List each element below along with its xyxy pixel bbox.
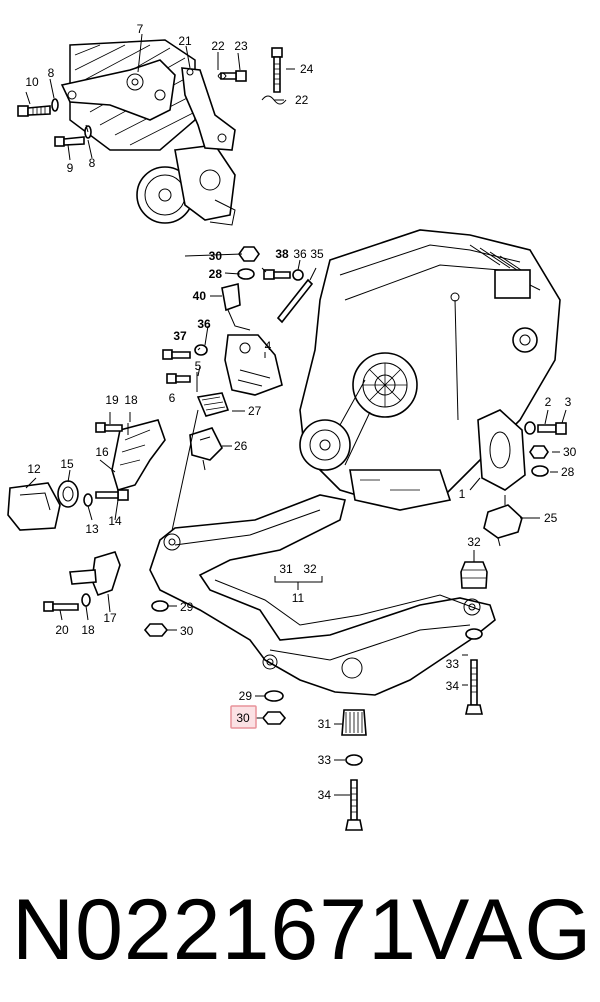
left-mount-assembly bbox=[7, 412, 166, 621]
brand-name: VAG bbox=[412, 882, 594, 978]
callout-35: 35 bbox=[310, 247, 324, 261]
callout-30c: 30 bbox=[180, 624, 194, 638]
callout-38: 38 bbox=[275, 247, 289, 261]
callout-28: 28 bbox=[209, 267, 223, 281]
callout-14: 14 bbox=[108, 514, 122, 528]
callout-2: 2 bbox=[545, 395, 552, 409]
callout-18: 18 bbox=[124, 393, 138, 407]
callout-13: 13 bbox=[85, 522, 99, 536]
top-bracket-assembly bbox=[17, 33, 295, 226]
callout-29b: 29 bbox=[239, 689, 253, 703]
callout-labels: 7 21 22 23 24 22 10 8 8 9 30 38 36 35 28… bbox=[25, 22, 576, 802]
callout-30b: 30 bbox=[563, 445, 577, 459]
callout-6: 6 bbox=[169, 391, 176, 405]
callout-33: 33 bbox=[446, 657, 460, 671]
right-mount-assembly bbox=[469, 409, 567, 547]
callout-18b: 18 bbox=[81, 623, 95, 637]
callout-12: 12 bbox=[27, 462, 41, 476]
bottom-bush-stack bbox=[255, 690, 367, 831]
callout-30-highlighted: 30 bbox=[236, 711, 250, 725]
callout-3: 3 bbox=[565, 395, 572, 409]
callout-36: 36 bbox=[293, 247, 307, 261]
callout-40: 40 bbox=[193, 289, 207, 303]
callout-32: 32 bbox=[467, 535, 481, 549]
subframe bbox=[143, 494, 496, 696]
callout-15: 15 bbox=[60, 457, 74, 471]
part-number: N0221671 bbox=[12, 882, 417, 978]
callout-25: 25 bbox=[544, 511, 558, 525]
callout-22: 22 bbox=[211, 39, 225, 53]
callout-11: 11 bbox=[292, 591, 305, 605]
right-bush-stack bbox=[460, 550, 488, 715]
callout-28b: 28 bbox=[561, 465, 575, 479]
callout-16: 16 bbox=[95, 445, 109, 459]
exploded-parts-diagram: 7 21 22 23 24 22 10 8 8 9 30 38 36 35 28… bbox=[7, 22, 577, 831]
callout-10: 10 bbox=[25, 75, 39, 89]
callout-8b: 8 bbox=[89, 156, 96, 170]
callout-5: 5 bbox=[195, 359, 202, 373]
callout-32b: 32 bbox=[303, 562, 317, 576]
callout-23: 23 bbox=[234, 39, 248, 53]
engine-mount-bracket bbox=[162, 246, 317, 541]
callout-8: 8 bbox=[48, 66, 55, 80]
callout-31: 31 bbox=[279, 562, 293, 576]
callout-20: 20 bbox=[55, 623, 69, 637]
callout-37: 37 bbox=[173, 329, 187, 343]
callout-30: 30 bbox=[209, 249, 223, 263]
callout-24: 24 bbox=[300, 62, 314, 76]
callout-7: 7 bbox=[137, 22, 144, 36]
callout-4: 4 bbox=[265, 339, 272, 353]
callout-31b: 31 bbox=[318, 717, 332, 731]
callout-34: 34 bbox=[446, 679, 460, 693]
callout-21: 21 bbox=[178, 34, 192, 48]
callout-33b: 33 bbox=[318, 753, 332, 767]
callout-1: 1 bbox=[459, 487, 466, 501]
callout-17: 17 bbox=[103, 611, 117, 625]
callout-34b: 34 bbox=[318, 788, 332, 802]
callout-27: 27 bbox=[248, 404, 262, 418]
callout-26: 26 bbox=[234, 439, 248, 453]
callout-36b: 36 bbox=[197, 317, 211, 331]
callout-22b: 22 bbox=[295, 93, 309, 107]
highlight-box bbox=[230, 705, 257, 729]
callout-9: 9 bbox=[67, 161, 74, 175]
footer: N0221671 VAG bbox=[0, 870, 600, 990]
callout-29: 29 bbox=[180, 600, 194, 614]
callout-19: 19 bbox=[105, 393, 119, 407]
